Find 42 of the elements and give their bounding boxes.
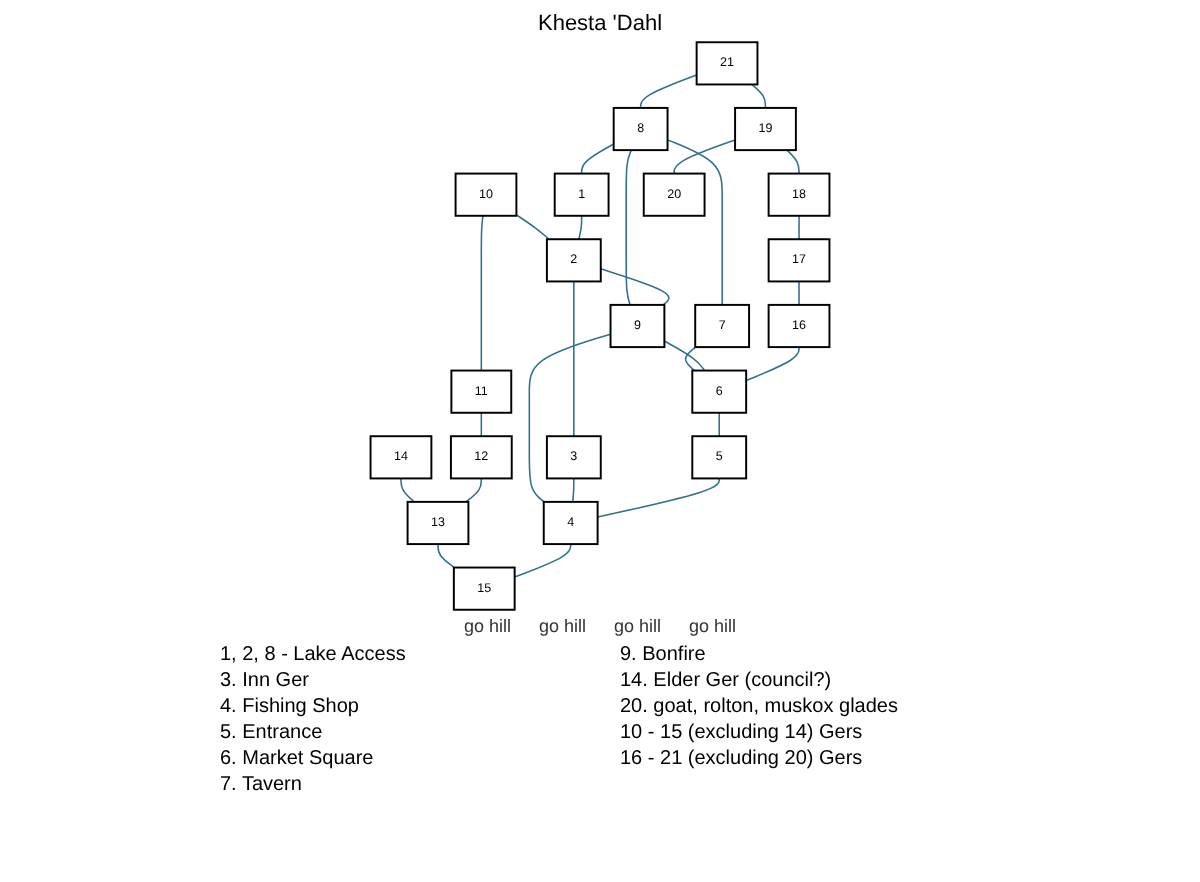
connector: [596, 477, 720, 518]
connector: [515, 214, 550, 240]
legend-note: 9. Bonfire: [620, 644, 708, 666]
connector: [465, 477, 483, 503]
connector: [684, 346, 697, 372]
connector: [625, 149, 633, 306]
connector: [513, 543, 572, 578]
connector: [480, 412, 483, 437]
connector: [573, 280, 575, 437]
connector: [673, 139, 736, 175]
connector: [571, 477, 575, 503]
diagram-title: Khesta 'Dahl: [535, 12, 665, 36]
path-note: go hill: [614, 616, 662, 636]
legend-note: 3. Inn Ger: [220, 670, 311, 692]
connector: [600, 268, 670, 306]
path-note: go hill: [463, 616, 511, 636]
legend-note: 5. Entrance: [220, 722, 325, 744]
legend-note: 16 - 21 (excluding 20) Gers: [620, 748, 865, 770]
connector: [786, 149, 800, 175]
connector: [639, 74, 698, 109]
connector: [750, 83, 767, 109]
legend-note: 20. goat, rolton, muskox glades: [620, 696, 900, 718]
connector: [578, 215, 583, 240]
legend-note: 6. Market Square: [220, 748, 376, 770]
legend-note: 14. Elder Ger (council?): [620, 670, 834, 692]
connector: [480, 215, 484, 372]
connector: [798, 215, 800, 240]
connector: [718, 412, 720, 437]
path-note: go hill: [689, 616, 737, 636]
connector: [663, 340, 706, 372]
legend-note: 10 - 15 (excluding 14) Gers: [620, 722, 865, 744]
legend-note: 7. Tavern: [220, 774, 304, 796]
legend-note: 4. Fishing Shop: [220, 696, 361, 718]
connector: [798, 280, 800, 306]
connector: [666, 139, 723, 306]
connector: [580, 143, 615, 175]
connector: [528, 333, 612, 503]
connector: [745, 346, 800, 382]
legend-note: 1, 2, 8 - Lake Access: [220, 644, 408, 666]
connector: [437, 543, 456, 569]
path-note: go hill: [538, 616, 586, 636]
connector: [400, 477, 415, 503]
